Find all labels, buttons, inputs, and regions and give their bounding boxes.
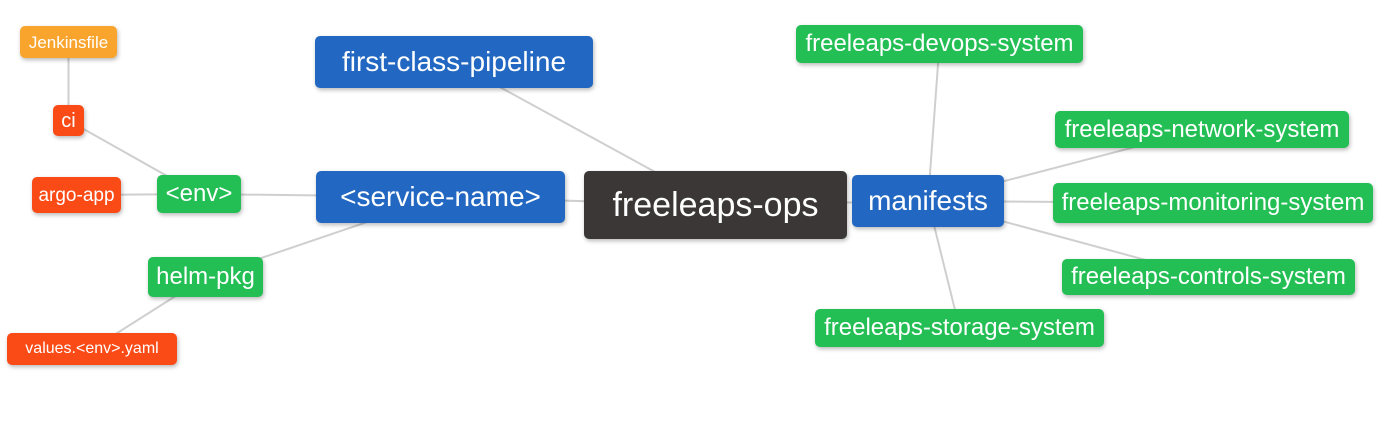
node-helm-pkg[interactable]: helm-pkg	[148, 257, 263, 297]
node-freeleaps-controls-system[interactable]: freeleaps-controls-system	[1062, 259, 1355, 295]
node-jenkinsfile[interactable]: Jenkinsfile	[20, 26, 117, 58]
node-freeleaps-monitoring-system[interactable]: freeleaps-monitoring-system	[1053, 183, 1373, 223]
node-ci[interactable]: ci	[53, 105, 84, 136]
node-freeleaps-storage-system[interactable]: freeleaps-storage-system	[815, 309, 1104, 347]
node-values-env-yaml[interactable]: values.<env>.yaml	[7, 333, 177, 365]
node-freeleaps-ops[interactable]: freeleaps-ops	[584, 171, 847, 239]
edge-manifests-freeleaps-devops-system	[927, 43, 941, 202]
node-env[interactable]: <env>	[157, 175, 241, 213]
node-argo-app[interactable]: argo-app	[32, 177, 121, 213]
node-freeleaps-network-system[interactable]: freeleaps-network-system	[1055, 111, 1349, 148]
node-service-name[interactable]: <service-name>	[316, 171, 565, 223]
node-manifests[interactable]: manifests	[852, 175, 1004, 227]
node-freeleaps-devops-system[interactable]: freeleaps-devops-system	[796, 25, 1083, 63]
node-first-class-pipeline[interactable]: first-class-pipeline	[315, 36, 593, 88]
